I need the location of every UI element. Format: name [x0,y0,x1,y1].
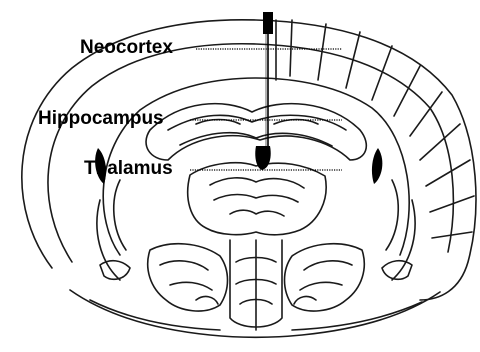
thalamus-label: Thalamus [84,159,173,178]
inner-cortex-outline [48,44,453,262]
neocortex-label: Neocortex [80,38,173,57]
electrode [263,12,273,150]
right-ventricle-mark [372,148,382,184]
hippocampus-label: Hippocampus [38,109,164,128]
